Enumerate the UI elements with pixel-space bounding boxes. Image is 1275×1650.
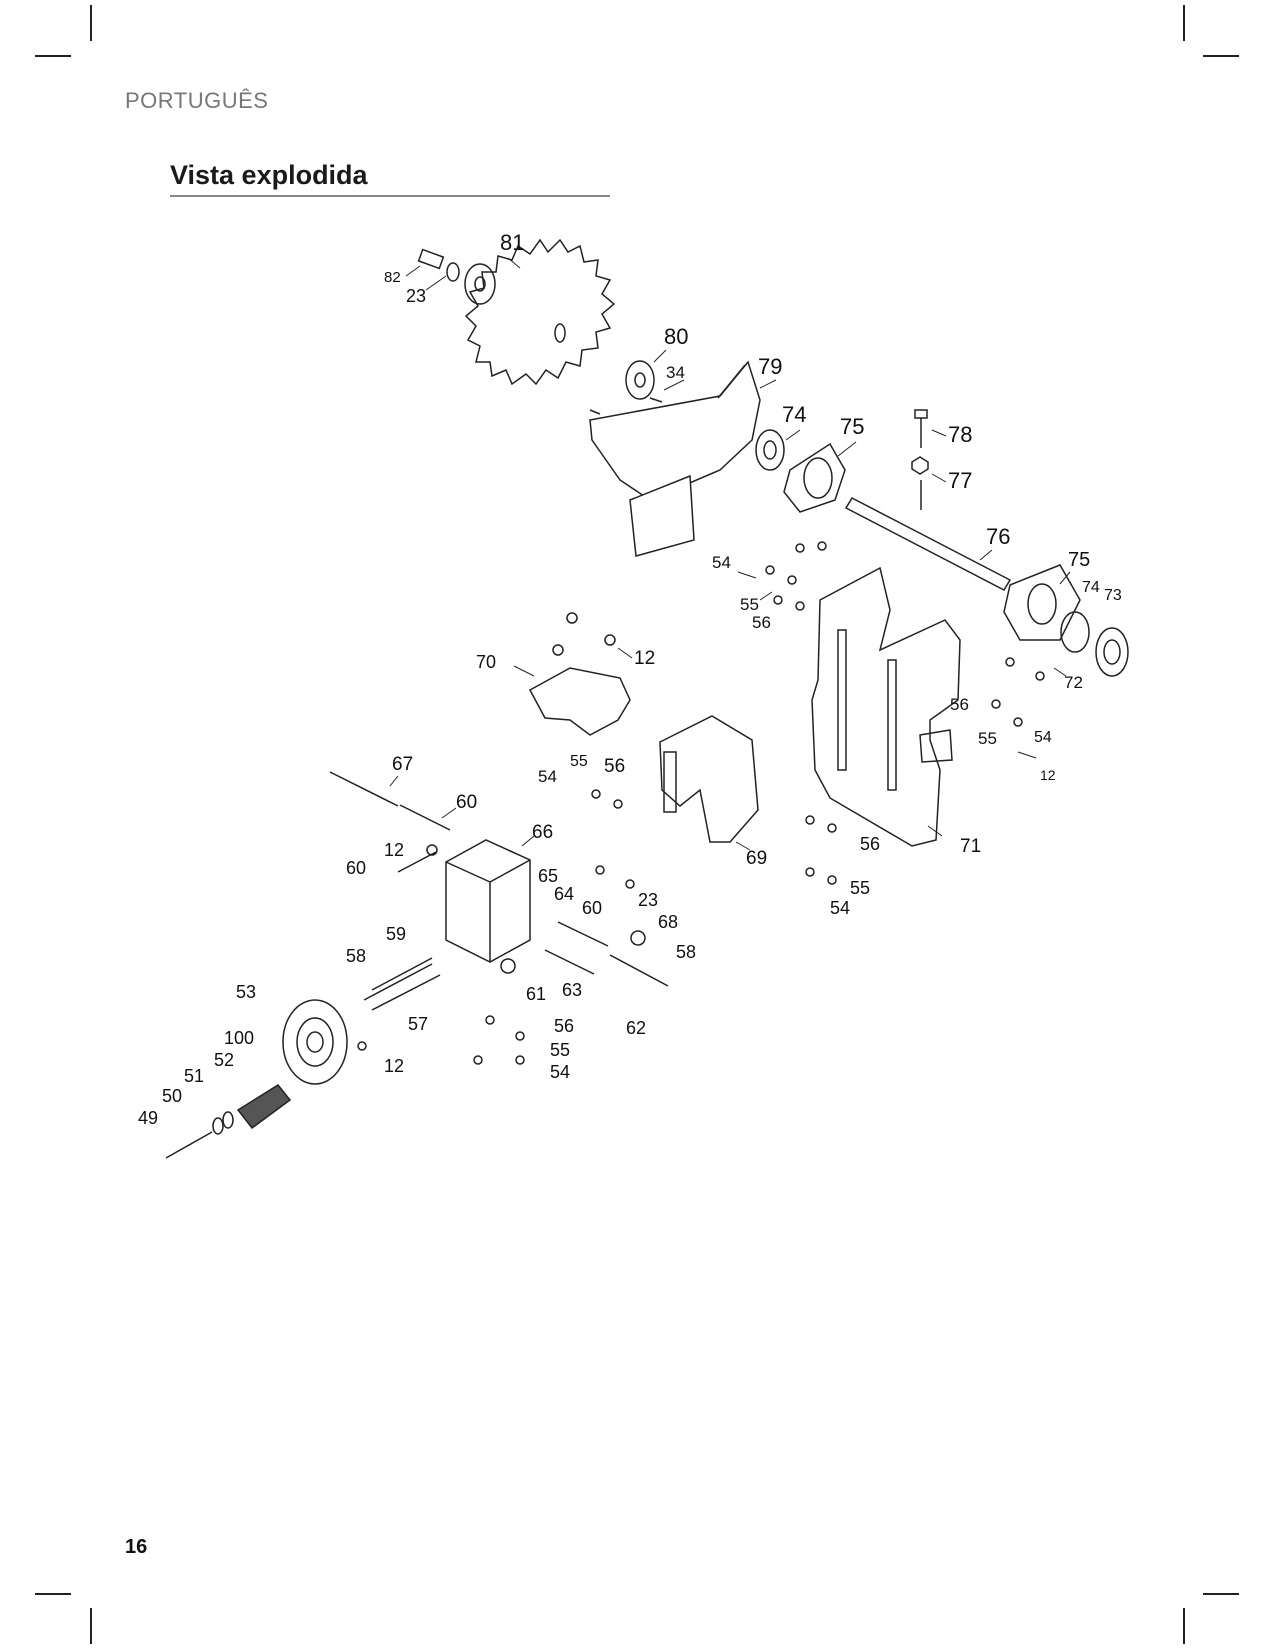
part-label: 50 xyxy=(162,1086,182,1106)
part-label: 34 xyxy=(666,363,685,382)
part-label: 60 xyxy=(346,858,366,878)
part-label: 64 xyxy=(554,884,574,904)
part-label: 56 xyxy=(950,695,969,714)
part-label: 77 xyxy=(948,468,972,493)
part-label: 52 xyxy=(214,1050,234,1070)
part-label: 56 xyxy=(604,756,625,777)
part-label: 79 xyxy=(758,354,782,379)
part-label: 23 xyxy=(406,286,426,306)
crop-mark xyxy=(35,1593,71,1595)
leader-lines xyxy=(389,257,1071,851)
part-label: 54 xyxy=(550,1062,570,1082)
part-label: 54 xyxy=(712,553,731,572)
part-label: 68 xyxy=(658,912,678,932)
part-label: 57 xyxy=(408,1014,428,1034)
page-number: 16 xyxy=(125,1536,148,1558)
saw-blade-drawing xyxy=(464,238,616,386)
part-label: 56 xyxy=(860,834,880,854)
part-label: 56 xyxy=(752,613,771,632)
part-label: 55 xyxy=(740,595,759,614)
handwheel-drawing xyxy=(282,999,348,1085)
bearing-housing-drawing xyxy=(755,429,846,513)
arbor-bolt-drawing xyxy=(417,248,496,305)
part-label: 23 xyxy=(638,890,658,910)
shaft-drawing xyxy=(844,497,1012,591)
part-label: 58 xyxy=(346,946,366,966)
lead-screw-drawing xyxy=(363,957,441,1011)
crop-mark xyxy=(1203,55,1239,57)
part-label: 75 xyxy=(840,414,864,439)
part-label: 12 xyxy=(384,840,404,860)
part-label: 74 xyxy=(782,402,806,427)
part-label: 12 xyxy=(1040,767,1056,783)
part-label: 58 xyxy=(676,942,696,962)
part-label: 60 xyxy=(456,792,477,813)
part-label: 54 xyxy=(830,898,850,918)
part-label: 78 xyxy=(948,422,972,447)
crop-mark xyxy=(90,5,92,41)
crop-mark xyxy=(1183,1608,1185,1644)
part-label: 55 xyxy=(850,878,870,898)
part-label: 81 xyxy=(500,230,524,255)
part-label: 76 xyxy=(986,524,1010,549)
part-label: 75 xyxy=(1068,549,1090,571)
flange-drawing xyxy=(589,360,663,415)
part-label: 62 xyxy=(626,1018,646,1038)
rods-drawing xyxy=(329,771,669,987)
main-bracket-drawing xyxy=(811,566,961,847)
guide-block-drawing xyxy=(445,839,531,963)
part-label: 55 xyxy=(570,753,588,770)
crop-mark xyxy=(1183,5,1185,41)
right-bearing-pulley-drawing xyxy=(1003,564,1129,677)
crop-mark xyxy=(35,55,71,57)
part-label: 67 xyxy=(392,754,413,775)
part-label: 63 xyxy=(562,980,582,1000)
language-header: PORTUGUÊS xyxy=(125,88,269,113)
part-label: 72 xyxy=(1064,673,1083,692)
part-label: 66 xyxy=(532,822,553,843)
part-label: 80 xyxy=(664,324,688,349)
part-label: 53 xyxy=(236,982,256,1002)
part-label: 100 xyxy=(224,1028,254,1048)
bracket-plate-drawing xyxy=(528,612,631,736)
side-bracket-drawing xyxy=(659,715,759,843)
part-label: 54 xyxy=(538,767,557,786)
part-label: 12 xyxy=(634,648,655,669)
part-label: 60 xyxy=(582,898,602,918)
part-label: 54 xyxy=(1034,729,1052,746)
part-label: 61 xyxy=(526,984,546,1004)
part-label: 73 xyxy=(1104,587,1122,604)
part-label: 69 xyxy=(746,848,767,869)
part-label: 59 xyxy=(386,924,406,944)
crop-mark xyxy=(90,1608,92,1644)
part-label: 56 xyxy=(554,1016,574,1036)
title-underline xyxy=(170,195,610,197)
part-label: 49 xyxy=(138,1108,158,1128)
part-label: 65 xyxy=(538,866,558,886)
knob-drawing xyxy=(165,1084,292,1159)
blade-guard-drawing xyxy=(589,360,761,557)
page-title: Vista explodida xyxy=(170,160,368,190)
part-label: 51 xyxy=(184,1066,204,1086)
crop-mark xyxy=(1203,1593,1239,1595)
part-label: 82 xyxy=(384,269,401,286)
bolt-nut-drawing xyxy=(911,409,929,510)
fasteners-drawing xyxy=(357,541,1045,1065)
part-label: 71 xyxy=(960,836,981,857)
part-label: 55 xyxy=(550,1040,570,1060)
part-label: 70 xyxy=(476,652,496,672)
part-label: 12 xyxy=(384,1056,404,1076)
part-label: 55 xyxy=(978,729,997,748)
part-label: 74 xyxy=(1082,579,1100,596)
